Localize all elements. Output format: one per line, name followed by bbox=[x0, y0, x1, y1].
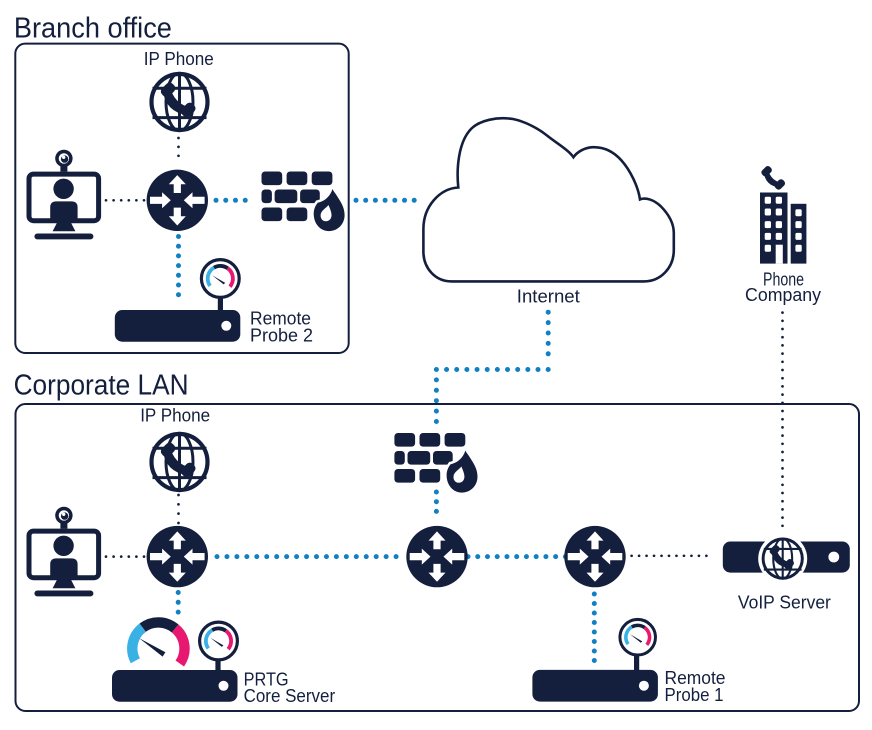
svg-text:IP Phone: IP Phone bbox=[144, 49, 214, 69]
svg-text:PRTG: PRTG bbox=[244, 670, 289, 690]
svg-text:Corporate LAN: Corporate LAN bbox=[14, 369, 189, 401]
svg-text:IP Phone: IP Phone bbox=[140, 406, 210, 426]
svg-text:Phone: Phone bbox=[763, 270, 804, 290]
svg-text:Remote: Remote bbox=[665, 668, 726, 688]
svg-text:Probe 2: Probe 2 bbox=[250, 326, 313, 346]
svg-text:VoIP Server: VoIP Server bbox=[738, 593, 831, 613]
svg-text:Remote: Remote bbox=[250, 309, 311, 329]
svg-text:Core Server: Core Server bbox=[244, 686, 336, 706]
svg-text:Probe 1: Probe 1 bbox=[665, 685, 724, 705]
svg-text:Company: Company bbox=[745, 285, 821, 305]
svg-text:Branch office: Branch office bbox=[14, 13, 172, 45]
svg-text:Internet: Internet bbox=[517, 287, 580, 307]
